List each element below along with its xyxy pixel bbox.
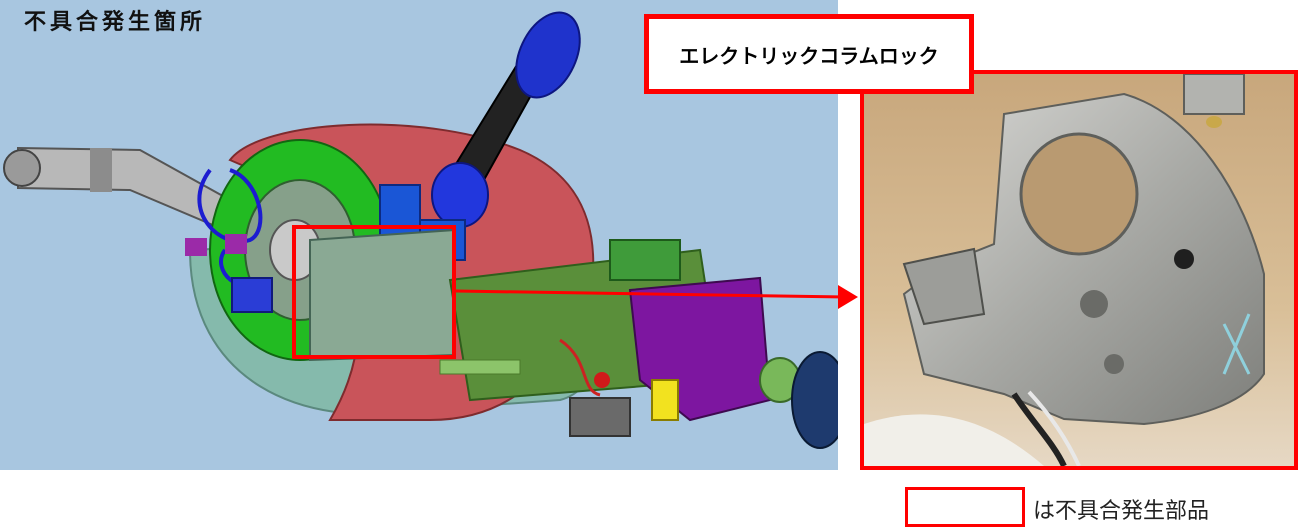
- steering-column-render: [3, 11, 838, 449]
- defect-highlight-box: [292, 225, 456, 359]
- callout-part-name: エレクトリックコラムロック: [644, 14, 974, 94]
- callout-label: エレクトリックコラムロック: [679, 43, 939, 68]
- column-lock-photo: [864, 74, 1294, 466]
- legend-red-box-swatch: [905, 487, 1025, 527]
- page-title: 不具合発生箇所: [24, 10, 207, 35]
- legend-text: は不具合発生部品: [1033, 499, 1210, 524]
- part-photo-frame: [860, 70, 1298, 470]
